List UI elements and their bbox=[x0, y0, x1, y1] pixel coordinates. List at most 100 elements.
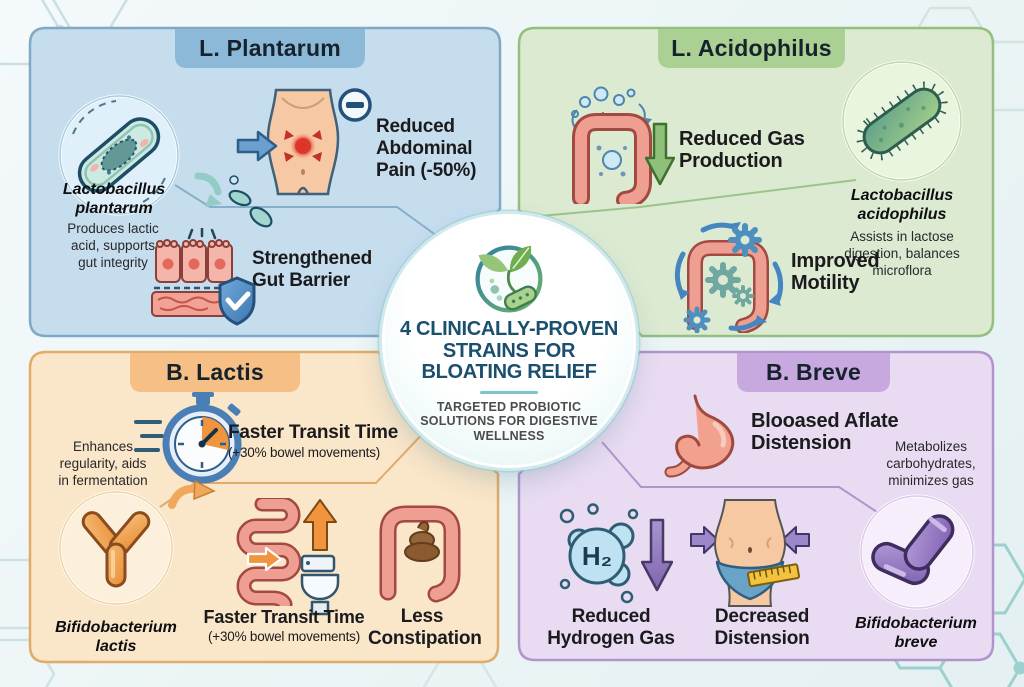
text-line: in fermentation bbox=[58, 473, 148, 488]
plantarum-description: Produces lactic acid, supports gut integ… bbox=[38, 220, 188, 271]
benefit-faster-transit-top: Faster Transit Time (+30% bowel movement… bbox=[228, 422, 414, 461]
text-line: Reduced Gas bbox=[679, 128, 805, 150]
benefit-faster-transit-bottom: Faster Transit Time (+30% bowel movement… bbox=[196, 606, 372, 645]
acidophilus-bacterium-icon bbox=[839, 58, 966, 185]
colon-stool-icon bbox=[368, 490, 470, 604]
text-line: regularity, aids bbox=[59, 456, 147, 471]
text-line: gut integrity bbox=[78, 255, 148, 270]
text-line: Produces lactic bbox=[67, 221, 159, 236]
stomach-icon bbox=[659, 392, 747, 478]
colon-gas-bubbles-icon bbox=[563, 86, 663, 204]
toilet-icon bbox=[296, 554, 346, 618]
text-line: microflora bbox=[872, 263, 932, 278]
text-line: Lactobacillus bbox=[62, 181, 166, 198]
text-line: Production bbox=[679, 150, 783, 172]
text-line: Improved bbox=[791, 250, 880, 272]
benefit-reduced-hydrogen-gas: Reduced Hydrogen Gas bbox=[541, 606, 681, 650]
text-line: Faster Transit Time bbox=[203, 607, 365, 627]
breve-bacterium-icon bbox=[857, 492, 977, 612]
acidophilus-title: L. Acidophilus bbox=[671, 34, 832, 61]
text-line: SOLUTIONS FOR DIGESTIVE bbox=[420, 414, 598, 428]
text-line: Faster Transit Time bbox=[228, 422, 399, 443]
text-line: Reduced bbox=[571, 606, 651, 627]
benefit-improved-motility: Improved Motility bbox=[791, 250, 911, 294]
text-line: (+30% bowel movements) bbox=[207, 629, 361, 644]
text-line: breve bbox=[894, 634, 938, 651]
probiotic-spread-icon bbox=[188, 168, 283, 233]
plantarum-bacterium-icon bbox=[56, 92, 183, 219]
small-intestine-icon bbox=[228, 498, 302, 606]
text-line: TARGETED PROBIOTIC bbox=[436, 399, 582, 414]
h2-label: H₂ bbox=[582, 541, 612, 571]
colon-motility-gears-icon bbox=[671, 218, 786, 333]
text-line: Abdominal bbox=[376, 138, 473, 159]
text-line: Blooased Aflate bbox=[751, 410, 899, 432]
benefit-bloating-distension: Blooased Aflate Distension bbox=[751, 410, 901, 454]
acidophilus-species-name: Lactobacillus acidophilus bbox=[825, 186, 979, 224]
stopwatch-icon bbox=[134, 392, 249, 487]
benefit-less-constipation: Less Constipation bbox=[368, 606, 482, 650]
benefit-reduced-gas-production: Reduced Gas Production bbox=[679, 128, 829, 172]
text-line: (+30% bowel movements) bbox=[228, 445, 381, 460]
probiotic-leaf-logo-icon bbox=[471, 241, 547, 317]
text-line: Decreased bbox=[714, 606, 810, 627]
text-line: acid, supports bbox=[70, 238, 156, 253]
lactis-description: Enhances regularity, aids in fermentatio… bbox=[42, 438, 164, 489]
lactis-title-tab: B. Lactis bbox=[130, 352, 300, 392]
text-line: Constipation bbox=[368, 628, 482, 649]
acidophilus-title-tab: L. Acidophilus bbox=[658, 28, 845, 68]
text-line: BLOATING RELIEF bbox=[421, 361, 597, 383]
hydrogen-down-arrow-icon bbox=[641, 518, 673, 594]
text-line: lactis bbox=[95, 638, 137, 655]
transit-up-arrow-icon bbox=[302, 498, 338, 552]
breve-description: Metabolizes carbohydrates, minimizes gas bbox=[873, 438, 989, 489]
lactis-species-name: Bifidobacterium lactis bbox=[42, 618, 190, 656]
text-line: Reduced bbox=[376, 116, 455, 137]
quadrant-b-breve: B. Breve Blooased Aflate Distension Meta… bbox=[517, 350, 995, 662]
plantarum-title: L. Plantarum bbox=[199, 34, 341, 61]
benefit-strengthened-gut-barrier: Strengthened Gut Barrier bbox=[252, 248, 394, 292]
curved-arrow-icon bbox=[168, 478, 218, 512]
text-line: Assists in lactose bbox=[850, 229, 954, 244]
text-line: plantarum bbox=[75, 200, 153, 217]
text-line: Gut Barrier bbox=[252, 270, 351, 291]
quadrant-l-acidophilus: L. Acidophilus bbox=[517, 26, 995, 338]
lactis-title: B. Lactis bbox=[166, 358, 264, 385]
hydrogen-molecule-icon: H₂ bbox=[555, 500, 645, 604]
text-line: Bifidobacterium bbox=[55, 619, 177, 636]
quadrant-b-lactis: B. Lactis Faster Transit Tim bbox=[28, 350, 500, 664]
text-line: acidophilus bbox=[857, 206, 947, 223]
text-line: Hydrogen Gas bbox=[547, 628, 675, 649]
text-line: Metabolizes bbox=[894, 439, 968, 454]
text-line: Strengthened bbox=[252, 248, 373, 269]
text-line: carbohydrates, bbox=[886, 456, 976, 471]
text-line: Enhances bbox=[72, 439, 134, 454]
center-badge: 4 CLINICALLY-PROVEN STRAINS FOR BLOATING… bbox=[385, 217, 633, 465]
quadrant-l-plantarum: L. Plantarum bbox=[28, 26, 502, 338]
text-line: Distension bbox=[714, 628, 810, 649]
text-line: Distension bbox=[751, 432, 852, 454]
plantarum-species-name: Lactobacillus plantarum bbox=[40, 180, 188, 218]
text-line: STRAINS FOR bbox=[442, 339, 576, 362]
waist-measure-icon bbox=[689, 498, 811, 608]
text-line: Pain (-50%) bbox=[376, 160, 477, 181]
breve-title-tab: B. Breve bbox=[737, 352, 890, 392]
reduced-gas-down-arrow-icon bbox=[645, 122, 675, 188]
text-line: minimizes gas bbox=[888, 473, 974, 488]
text-line: Motility bbox=[791, 272, 860, 294]
text-line: digestion, balances bbox=[844, 246, 960, 261]
center-divider bbox=[480, 390, 538, 394]
acidophilus-description: Assists in lactose digestion, balances m… bbox=[825, 228, 979, 279]
breve-title: B. Breve bbox=[766, 358, 861, 385]
text-line: Bifidobacterium bbox=[855, 615, 977, 632]
benefit-decreased-distension: Decreased Distension bbox=[701, 606, 823, 650]
benefit-reduced-abdominal-pain: Reduced Abdominal Pain (-50%) bbox=[376, 116, 502, 182]
text-line: Lactobacillus bbox=[850, 187, 954, 204]
text-line: WELLNESS bbox=[473, 428, 545, 443]
text-line: 4 CLINICALLY-PROVEN bbox=[399, 318, 619, 340]
center-title: 4 CLINICALLY-PROVEN STRAINS FOR BLOATING… bbox=[385, 318, 633, 384]
gut-barrier-shield-icon bbox=[148, 228, 260, 330]
text-line: Less bbox=[400, 606, 444, 627]
lactis-bacterium-icon bbox=[56, 488, 176, 608]
